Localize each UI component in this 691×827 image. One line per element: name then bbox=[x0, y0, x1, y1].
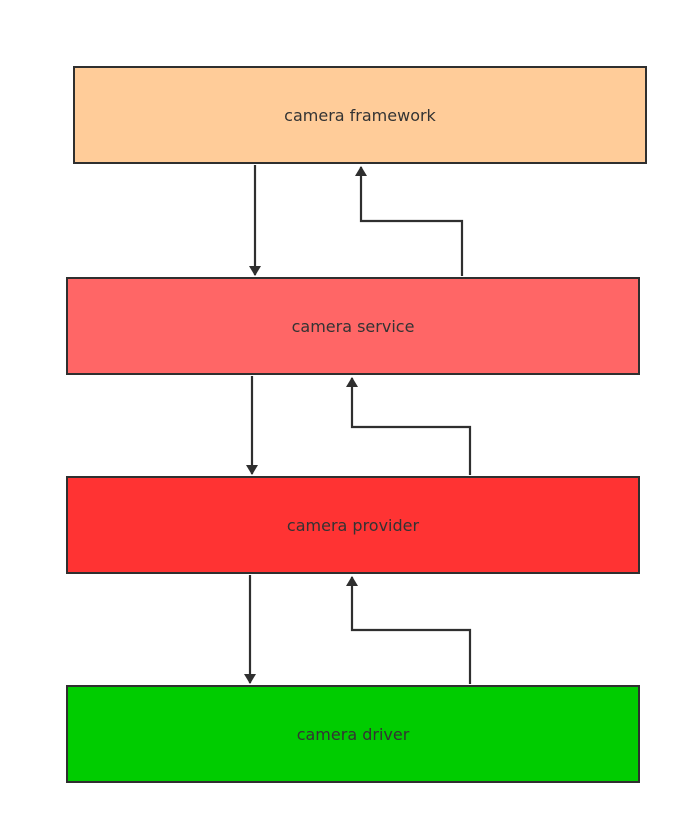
up-arrow-service-to-framework bbox=[355, 166, 464, 276]
layer-box-camera-service: camera service bbox=[66, 277, 640, 375]
up-arrow-provider-to-service bbox=[346, 377, 472, 475]
layer-label-camera-driver: camera driver bbox=[296, 724, 410, 744]
up-arrow-driver-to-provider bbox=[346, 576, 472, 684]
layer-label-camera-framework: camera framework bbox=[284, 105, 436, 125]
layer-box-camera-framework: camera framework bbox=[73, 66, 647, 164]
layer-box-camera-provider: camera provider bbox=[66, 476, 640, 574]
layer-label-camera-provider: camera provider bbox=[286, 515, 420, 535]
layer-label-camera-service: camera service bbox=[291, 316, 415, 336]
layer-box-camera-driver: camera driver bbox=[66, 685, 640, 783]
